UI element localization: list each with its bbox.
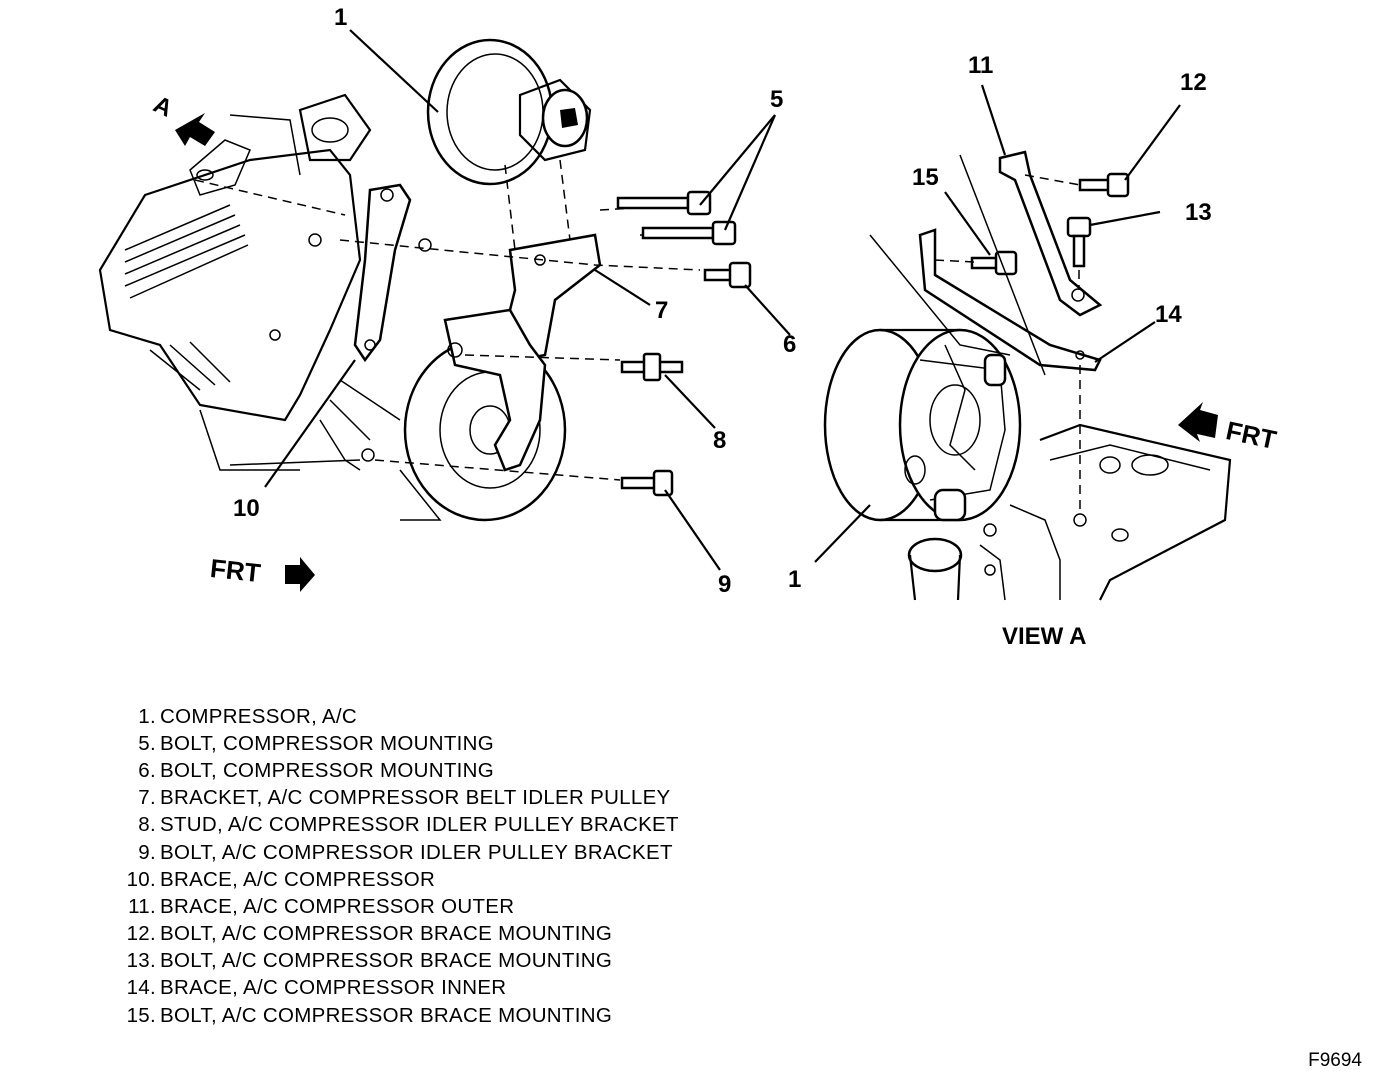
- callout-8: 8: [713, 427, 726, 454]
- legend-number: 7.: [138, 786, 156, 810]
- view-a-letter: A: [149, 91, 176, 123]
- compressor-brace: [353, 183, 412, 363]
- legend-number: 9.: [138, 840, 156, 864]
- legend-number: 14.: [126, 976, 156, 1000]
- legend-item: 11.BRACE, A/C COMPRESSOR OUTER: [110, 893, 810, 920]
- legend-description: BRACE, A/C COMPRESSOR INNER: [160, 976, 507, 1000]
- legend-item: 12.BOLT, A/C COMPRESSOR BRACE MOUNTING: [110, 921, 810, 948]
- bolt-9: [620, 469, 674, 497]
- frt-label-right: FRT: [1223, 415, 1279, 455]
- legend-item: 13.BOLT, A/C COMPRESSOR BRACE MOUNTING: [110, 948, 810, 975]
- bolt-15: [970, 250, 1018, 276]
- legend-item: 1.COMPRESSOR, A/C: [110, 703, 810, 730]
- legend-item: 6.BOLT, COMPRESSOR MOUNTING: [110, 757, 810, 784]
- legend-item: 8.STUD, A/C COMPRESSOR IDLER PULLEY BRAC…: [110, 812, 810, 839]
- legend-description: BRACKET, A/C COMPRESSOR BELT IDLER PULLE…: [160, 786, 671, 810]
- legend-number: 5.: [138, 731, 156, 755]
- legend-description: BOLT, A/C COMPRESSOR BRACE MOUNTING: [160, 922, 613, 946]
- legend-number: 11.: [128, 894, 156, 918]
- view-a: 11 12 13 14 15 1 FRT VIEW A: [788, 52, 1279, 650]
- main-view: 1 5 6 7 8 9 10 A FRT: [98, 4, 796, 598]
- frt-arrow-right: [1178, 402, 1218, 442]
- legend-description: BRACE, A/C COMPRESSOR OUTER: [160, 894, 515, 918]
- legend-item: 15.BOLT, A/C COMPRESSOR BRACE MOUNTING: [110, 1002, 810, 1029]
- view-a-label: VIEW A: [1002, 623, 1086, 650]
- legend-description: STUD, A/C COMPRESSOR IDLER PULLEY BRACKE…: [160, 813, 679, 837]
- bolt-6: [703, 261, 752, 289]
- callout-1-view-a: 1: [788, 566, 801, 593]
- view-a-arrow: [175, 113, 215, 146]
- legend-item: 10.BRACE, A/C COMPRESSOR: [110, 866, 810, 893]
- legend-item: 5.BOLT, COMPRESSOR MOUNTING: [110, 730, 810, 757]
- bolt-13: [1066, 216, 1092, 268]
- bolt-5a: [616, 190, 712, 216]
- engine-block: [98, 148, 362, 422]
- legend-description: COMPRESSOR, A/C: [160, 704, 358, 728]
- legend-description: BOLT, COMPRESSOR MOUNTING: [160, 758, 495, 782]
- legend-description: BOLT, COMPRESSOR MOUNTING: [160, 731, 495, 755]
- legend-description: BOLT, A/C COMPRESSOR BRACE MOUNTING: [160, 949, 613, 973]
- legend-item: 14.BRACE, A/C COMPRESSOR INNER: [110, 975, 810, 1002]
- callout-11: 11: [968, 52, 993, 79]
- frt-label-left: FRT: [209, 553, 263, 588]
- bolt-12: [1078, 172, 1130, 198]
- legend-number: 15.: [126, 1003, 156, 1027]
- callout-9: 9: [718, 571, 731, 598]
- legend-number: 8.: [138, 813, 156, 837]
- exploded-diagram: 1 5 6 7 8 9 10 A FRT: [98, 4, 1279, 650]
- callout-12: 12: [1180, 69, 1207, 96]
- legend-number: 13.: [126, 949, 156, 973]
- callout-15: 15: [912, 164, 939, 191]
- callout-1: 1: [334, 4, 347, 31]
- callout-7: 7: [655, 297, 668, 324]
- legend-description: BOLT, A/C COMPRESSOR BRACE MOUNTING: [160, 1003, 613, 1027]
- legend-item: 7.BRACKET, A/C COMPRESSOR BELT IDLER PUL…: [110, 785, 810, 812]
- legend-number: 1.: [138, 704, 156, 728]
- idler-bracket: [503, 233, 602, 362]
- legend-item: 9.BOLT, A/C COMPRESSOR IDLER PULLEY BRAC…: [110, 839, 810, 866]
- legend-description: BOLT, A/C COMPRESSOR IDLER PULLEY BRACKE…: [160, 840, 673, 864]
- callout-10: 10: [233, 495, 260, 522]
- outer-brace: [998, 150, 1103, 317]
- legend-number: 10.: [126, 867, 156, 891]
- callout-6: 6: [783, 331, 796, 358]
- bolt-5b: [641, 220, 737, 246]
- engine-head: [1039, 423, 1232, 601]
- legend-description: BRACE, A/C COMPRESSOR: [160, 867, 436, 891]
- legend-number: 6.: [138, 758, 156, 782]
- legend-number: 12.: [126, 922, 156, 946]
- figure-code: F9694: [1308, 1050, 1362, 1071]
- stud-8: [620, 352, 684, 382]
- frt-arrow-left: [285, 557, 315, 592]
- callout-13: 13: [1185, 199, 1212, 226]
- callout-5: 5: [770, 86, 783, 113]
- inner-brace: [918, 228, 1102, 372]
- callout-14: 14: [1155, 301, 1182, 328]
